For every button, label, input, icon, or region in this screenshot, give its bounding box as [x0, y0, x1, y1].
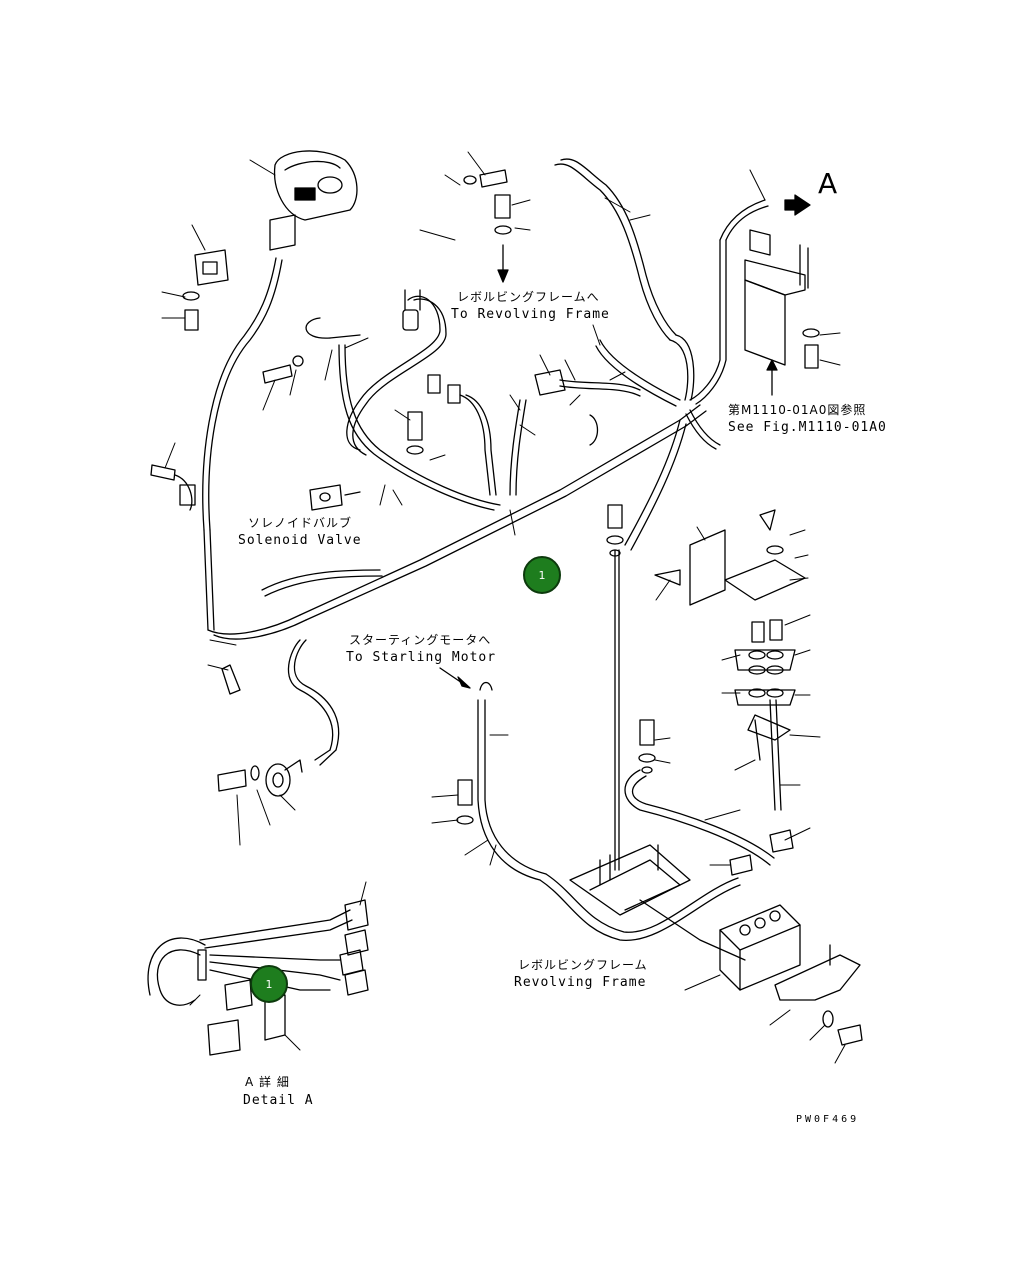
mount-stack [654, 509, 806, 876]
solenoid-valve [309, 484, 361, 511]
horn [265, 759, 303, 797]
solenoid-valve-jp-label: ソレノイドバルブ [248, 516, 353, 530]
starting-motor-jp-label: スターティングモータへ [349, 633, 492, 647]
callout-marker-1[interactable]: 1 [523, 556, 561, 594]
monitor-panel [269, 150, 358, 251]
solenoid-valve-en-label: Solenoid Valve [238, 533, 362, 548]
see-fig-en-label: See Fig.M1110-01A0 [728, 420, 887, 435]
ground-wire [639, 899, 746, 961]
battery-bracket [569, 844, 861, 1001]
relay-left [194, 249, 229, 286]
battery-cable [614, 549, 775, 871]
starting-motor-en-label: To Starling Motor [346, 650, 497, 665]
detail-a-en-label: Detail A [243, 1093, 314, 1108]
detail-a-jp-label: A 詳 細 [245, 1075, 290, 1089]
sensor [150, 464, 196, 511]
connectors [427, 369, 599, 446]
main-harness [202, 257, 707, 766]
arrows [439, 194, 811, 689]
starter-cable [477, 681, 741, 941]
drawing-code: PW0F469 [796, 1114, 860, 1125]
upper-branch [305, 289, 641, 511]
revolving-frame-top-en-label: To Revolving Frame [451, 307, 610, 322]
view-arrow-letter: A [818, 167, 838, 200]
callout-marker-1-detail[interactable]: 1 [250, 965, 288, 1003]
see-fig-jp-label: 第M1110-01A0図参照 [728, 403, 867, 417]
revolving-frame-en-label: Revolving Frame [514, 975, 647, 990]
revolving-frame-jp-label: レボルビングフレーム [518, 958, 648, 972]
controller-box [744, 229, 809, 366]
right-harness [554, 158, 769, 551]
leader-lines [161, 151, 846, 1064]
revolving-frame-top-jp-label: レボルビングフレームへ [457, 290, 600, 304]
